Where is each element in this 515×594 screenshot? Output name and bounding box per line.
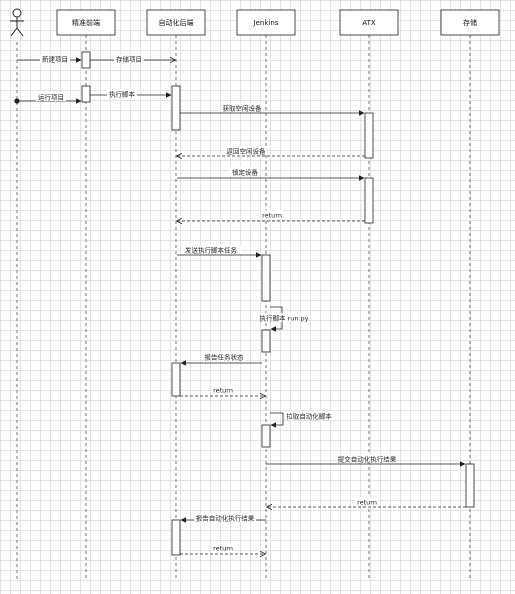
activation-bar[interactable] [364,112,374,159]
activation-bar[interactable] [261,329,271,353]
participant-label: 精准前端 [72,18,100,27]
activations [81,51,475,556]
message-label: 报告自动化执行结果 [196,514,255,523]
message-labels: 新建项目 存储项目 运行项目 执行脚本 获取空闲设备 返回空闲设备 锁定设备 r… [36,54,397,553]
participant-label: 自动化后端 [159,18,194,27]
actor-icon[interactable] [10,8,24,37]
activation-bar[interactable] [261,424,271,448]
participant-label: ATX [362,19,376,27]
participant-label: 存储 [463,18,477,27]
activation-bar[interactable] [171,362,181,397]
activation-bar[interactable] [81,51,91,69]
participant-frontend[interactable]: 精准前端 [56,9,116,36]
messages [14,57,466,554]
activation-bar[interactable] [261,254,271,302]
message-label: 新建项目 [42,55,68,64]
activation-bar[interactable] [171,519,181,556]
lifelines [16,35,471,580]
message-label: 执行脚本 run.py [259,314,308,323]
activation-bar[interactable] [171,85,181,131]
message-label: 运行项目 [38,93,64,102]
message-label: return [357,499,377,507]
message-label: 返回空闲设备 [227,147,267,156]
activation-bar[interactable] [364,177,374,224]
participant-backend[interactable]: 自动化后端 [146,9,206,36]
self-call-arrow[interactable] [270,412,284,428]
participant-storage[interactable]: 存储 [440,9,500,36]
activation-bar[interactable] [465,463,475,508]
found-message-dot [14,98,20,104]
message-label: 存储项目 [116,55,142,64]
message-label: 提交自动化执行结果 [338,455,397,464]
participant-label: Jenkins [253,19,279,27]
message-label: return [213,387,233,395]
activation-bar[interactable] [81,85,91,103]
message-label: 锁定设备 [232,168,259,177]
message-label: return [262,212,282,220]
message-label: return [213,545,233,553]
message-label: 拉取自动化脚本 [286,412,332,421]
participant-jenkins[interactable]: Jenkins [236,9,296,36]
message-label: 发送执行脚本任务 [185,246,238,255]
message-label: 执行脚本 [109,90,136,99]
participant-atx[interactable]: ATX [339,9,399,36]
message-label: 获取空闲设备 [223,104,263,113]
message-label: 报告任务状态 [205,353,245,362]
